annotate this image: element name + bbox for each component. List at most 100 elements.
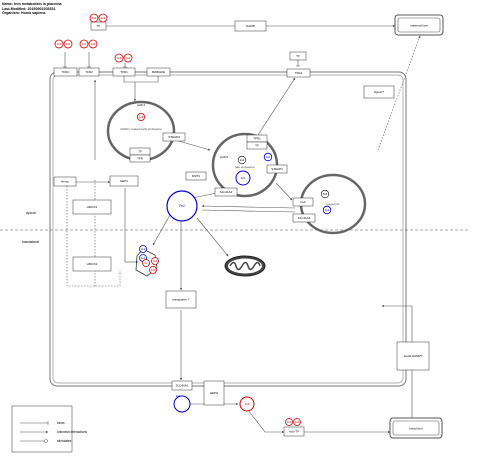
svg-text:Fe2: Fe2	[266, 155, 271, 159]
svg-text:Fe3: Fe3	[139, 115, 144, 119]
fe3-holo-circle[interactable]: Fe3	[293, 418, 301, 426]
svg-text:B2M/HFE: B2M/HFE	[152, 70, 165, 74]
svg-text:Fe3: Fe3	[82, 42, 87, 46]
svg-text:Fe3: Fe3	[287, 420, 292, 424]
iron-metabolites: Fe3 Fe3 Fe3 Fe3 Fe3 Fe3 Fe3 Fe3 Fe3 Fe3 …	[54, 13, 332, 426]
fe2-late-circle[interactable]: Fe2	[263, 152, 273, 162]
tfr1-right-node[interactable]: TFR1	[286, 68, 311, 78]
foetal-liver-label: foetal liver	[409, 427, 423, 431]
hmox1-node[interactable]: HMOX1	[72, 199, 112, 215]
svg-text:STEAP3: STEAP3	[168, 135, 180, 139]
svg-text:Fe3: Fe3	[91, 42, 96, 46]
svg-text:TFRC: TFRC	[62, 70, 71, 74]
fe3-circle[interactable]: Fe3	[98, 13, 108, 23]
hamp-node[interactable]: HAMP	[234, 20, 267, 32]
fe3-bottom-circle[interactable]: Fe3	[239, 396, 255, 412]
foetal-hamp-node[interactable]: foetal HAMP?	[396, 341, 430, 371]
basolateral-label: basolateral	[22, 240, 39, 244]
maternal-liver-label: maternal liver	[410, 24, 428, 28]
b2m-hfe-node[interactable]: B2M/HFE	[146, 67, 171, 77]
fe3-late-circle[interactable]: Fe3	[237, 155, 247, 165]
fe3-circle[interactable]: Fe3	[79, 39, 89, 49]
svg-text:Fe3: Fe3	[101, 16, 106, 20]
tf-late-node[interactable]: TF	[246, 141, 268, 150]
hmox2-node[interactable]: HMOX2	[72, 256, 112, 272]
svg-text:Fe3: Fe3	[240, 158, 245, 162]
svg-text:Fe3: Fe3	[126, 56, 131, 60]
svg-text:DMT1: DMT1	[192, 174, 200, 178]
early-endosome-label: clathrin coated early endosome	[120, 127, 162, 131]
tf-endo-node[interactable]: TF	[129, 147, 151, 156]
hep1-node[interactable]: HEP1	[109, 175, 139, 187]
svg-text:Fe2: Fe2	[241, 176, 246, 180]
svg-text:SLC40A1: SLC40A1	[176, 384, 189, 388]
tfr1-late-node[interactable]: TFR1	[246, 134, 268, 143]
svg-text:TF: TF	[255, 144, 259, 148]
fe3-circle[interactable]: Fe3	[123, 53, 133, 63]
gene-nodes: TF HAMP TFRC TFR2 TFR1 B2M/HFE TF TFR1	[53, 20, 430, 437]
fe2-lysosome-node[interactable]: Fe2	[292, 197, 314, 207]
svg-text:Fe3: Fe3	[57, 42, 62, 46]
heph-node[interactable]: HEPH	[203, 380, 225, 406]
fe3-lysosome-circle[interactable]: Fe3	[320, 189, 330, 199]
slc11a2-lysosome-node[interactable]: SLC11A2	[292, 213, 316, 223]
legend-binds: binds	[57, 421, 65, 425]
interaction-edges	[63, 24, 421, 434]
fe3-holo-circle[interactable]: Fe3	[285, 418, 293, 426]
fe3-circle[interactable]: Fe3	[54, 39, 64, 49]
hemo-node[interactable]: Hemo	[53, 176, 77, 187]
mitochondrion-icon	[224, 255, 266, 277]
fe3-circle[interactable]: Fe3	[89, 13, 99, 23]
svg-text:TFR1: TFR1	[253, 137, 261, 141]
late-endosome-label: late endosome	[235, 165, 255, 169]
svg-text:signal ?: signal ?	[374, 90, 385, 94]
fe3-circle[interactable]: Fe3	[136, 113, 145, 122]
transporter-node[interactable]: transporter ?	[165, 290, 197, 309]
svg-text:Fe2: Fe2	[141, 248, 146, 251]
svg-text:TFR1: TFR1	[295, 71, 303, 75]
tfr-endo-node[interactable]: TFR	[129, 154, 151, 163]
svg-text:Fe2: Fe2	[300, 200, 306, 204]
fe2-late-big-circle[interactable]: Fe2	[235, 170, 251, 186]
fe2-central-circle[interactable]: Fe2	[166, 190, 198, 222]
pathway-name: Name: Iron metabolism in placenta	[2, 2, 62, 6]
svg-text:Fe3: Fe3	[151, 269, 156, 272]
svg-text:Fe2: Fe2	[325, 208, 330, 212]
foetal-liver: foetal liver	[389, 417, 443, 439]
fe3-circle[interactable]: Fe3	[63, 39, 73, 49]
slc11a2-late-node[interactable]: SLC11A2	[214, 187, 238, 197]
dmt1-late-node[interactable]: DMT1	[185, 171, 207, 181]
svg-text:Fe3: Fe3	[66, 42, 71, 46]
fe3-circle[interactable]: Fe3	[114, 53, 124, 63]
svg-text:SLC11A2: SLC11A2	[298, 216, 311, 220]
svg-text:HMOX1: HMOX1	[87, 205, 98, 209]
steap3-early-node[interactable]: STEAP3	[162, 132, 186, 142]
svg-text:Fe3: Fe3	[117, 56, 122, 60]
fe3-circle[interactable]: Fe3	[88, 39, 98, 49]
steap3-late-node[interactable]: STEAP3	[266, 164, 288, 174]
slc40a1-node[interactable]: SLC40A1	[171, 380, 193, 391]
signal-node[interactable]: signal ?	[363, 85, 395, 99]
fe2-lysosome-circle[interactable]: Fe2	[322, 205, 332, 215]
tfr1-node[interactable]: TFR1	[112, 67, 136, 77]
svg-text:holo TF: holo TF	[289, 430, 299, 434]
maternal-liver: maternal liver	[394, 14, 444, 36]
last-modified: Last-Modified: 20160902205331	[2, 6, 56, 11]
tf-right-node[interactable]: TF	[289, 51, 307, 61]
tfr2-node[interactable]: TFR2	[78, 67, 100, 77]
svg-text:foetal HAMP?: foetal HAMP?	[404, 354, 423, 358]
svg-text:Fe3: Fe3	[245, 402, 250, 406]
lysosome-label: lysosome	[327, 202, 340, 206]
svg-text:HEPH: HEPH	[210, 391, 218, 395]
cell-membrane	[49, 71, 407, 387]
holo-tf-node[interactable]: holo TF	[283, 426, 305, 437]
tfrc-node[interactable]: TFRC	[53, 67, 78, 77]
svg-text:TF: TF	[138, 150, 142, 154]
tf-top-node[interactable]: TF	[90, 21, 107, 31]
legend-unknown: unknown interactions	[57, 430, 87, 434]
svg-text:TF: TF	[296, 54, 300, 58]
fe2-bottom-circle[interactable]: Fe2	[173, 394, 191, 413]
svg-text:Fe2: Fe2	[179, 204, 185, 208]
early-endosome-ph: pH6.4	[137, 103, 145, 107]
